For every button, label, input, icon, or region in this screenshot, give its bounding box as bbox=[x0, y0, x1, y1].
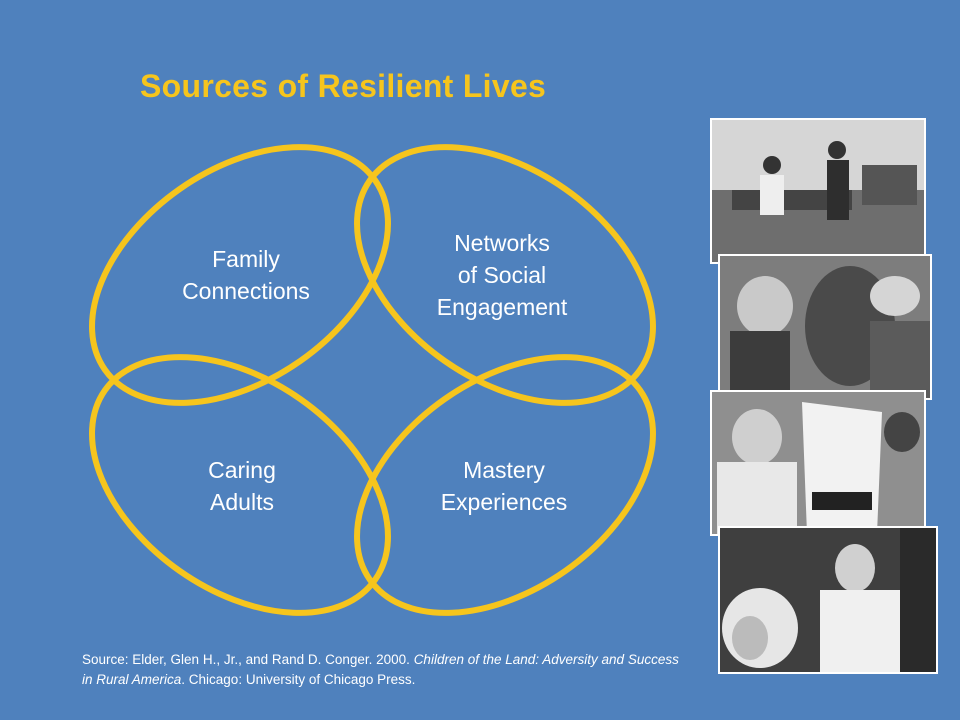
petal-bottom-left bbox=[89, 354, 391, 616]
petal-label-caring: Caring Adults bbox=[208, 457, 276, 515]
petal-top-right bbox=[354, 144, 656, 406]
petal-label-networks: Networks of Social Engagement bbox=[436, 230, 568, 320]
slide-title: Sources of Resilient Lives bbox=[140, 68, 547, 104]
citation-suffix: . Chicago: University of Chicago Press. bbox=[181, 672, 416, 687]
petal-label-family: Family Connections bbox=[182, 246, 310, 304]
source-citation: Source: Elder, Glen H., Jr., and Rand D.… bbox=[82, 650, 682, 690]
farm-family-photo bbox=[710, 118, 926, 264]
youth-with-calf-photo bbox=[718, 526, 938, 674]
petal-top-left bbox=[89, 144, 391, 406]
petal-label-mastery: Mastery Experiences bbox=[440, 457, 568, 515]
seed-bag-photo bbox=[710, 390, 926, 536]
citation-book-title: Children of the Land: Adversity and Succ… bbox=[82, 652, 679, 687]
resilience-diagram bbox=[89, 144, 656, 616]
petal-bottom-right bbox=[354, 354, 656, 616]
farmers-talking-photo bbox=[718, 254, 932, 400]
citation-prefix: Source: Elder, Glen H., Jr., and Rand D.… bbox=[82, 652, 414, 667]
